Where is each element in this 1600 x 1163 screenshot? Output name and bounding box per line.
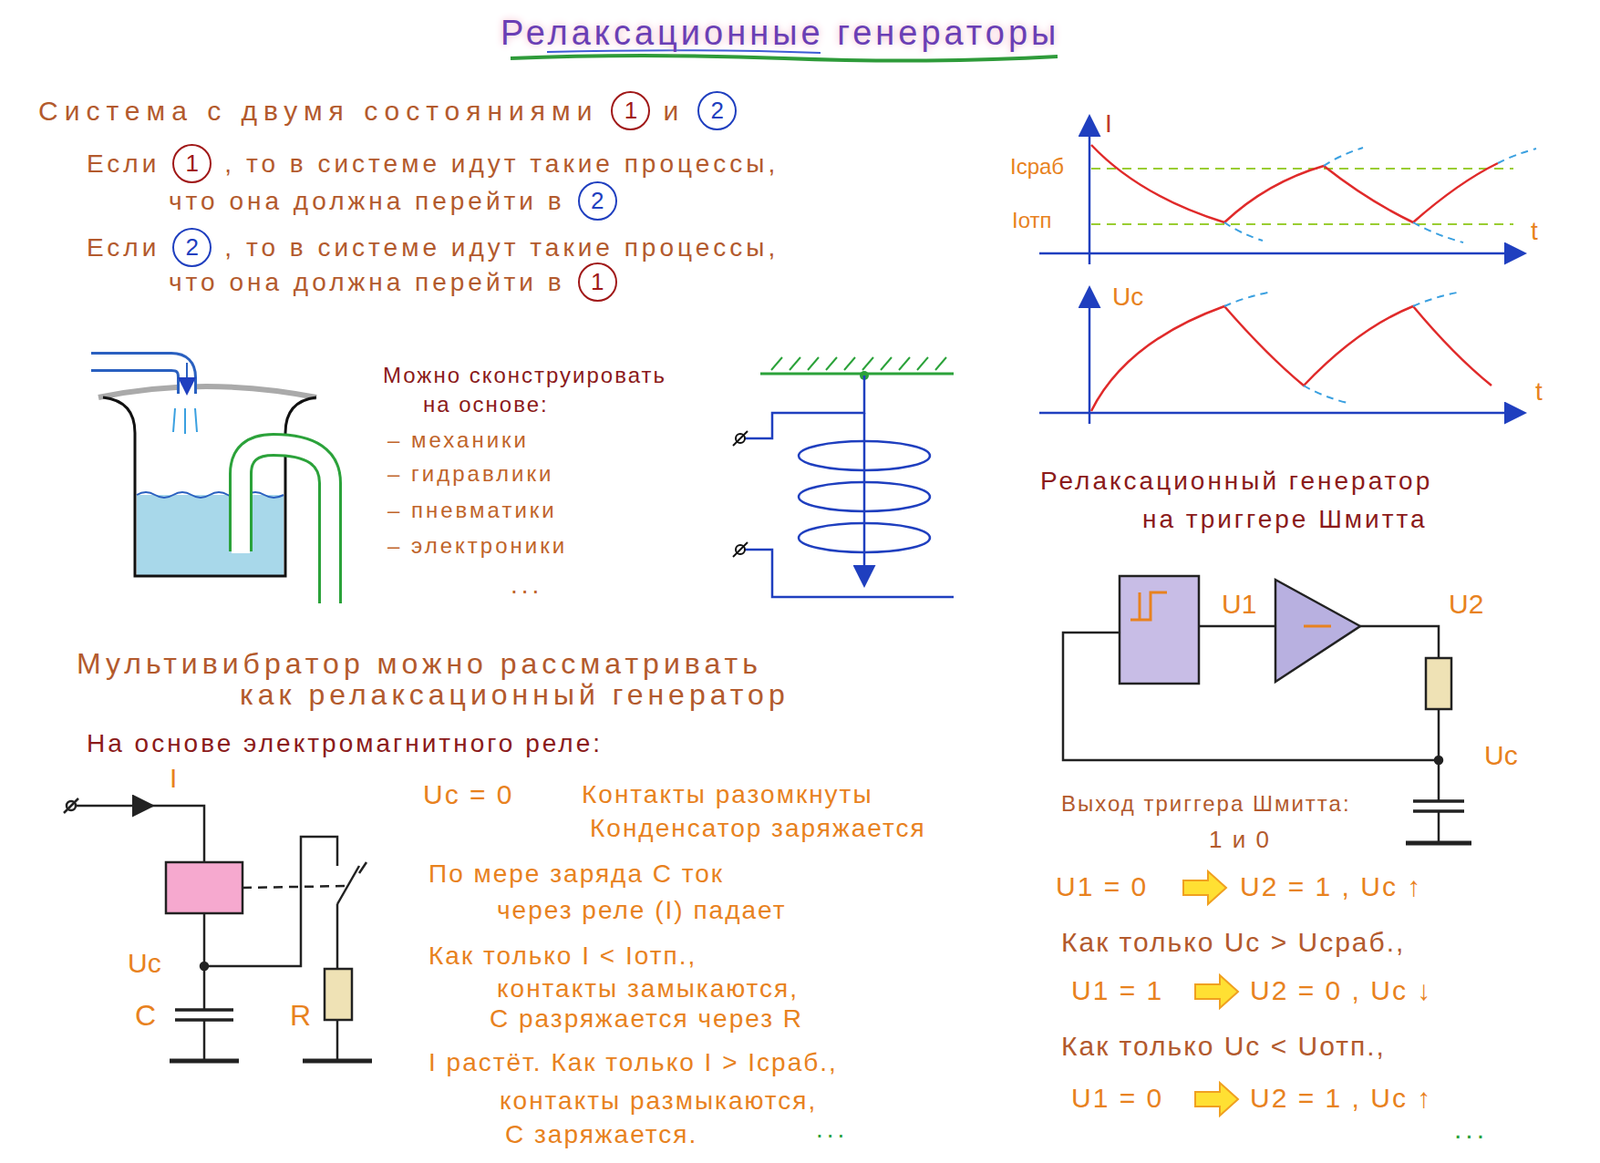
text-label: C bbox=[134, 998, 156, 1033]
text-label: Uc bbox=[1484, 739, 1518, 773]
text-label: I растёт. Как только I > Iсраб., bbox=[428, 1047, 838, 1079]
text-row: Если 1 , то в системе идут такие процессы, bbox=[86, 144, 779, 184]
text-label: t bbox=[1535, 376, 1543, 408]
text-label: как релаксационный генератор bbox=[239, 677, 790, 713]
text-label: контакты замыкаются, bbox=[496, 973, 799, 1005]
text-label: что она должна перейти в bbox=[168, 268, 566, 298]
text-label: Uc bbox=[127, 947, 162, 981]
text-label: U2 = 1 , Uc ↑ bbox=[1239, 870, 1423, 904]
text-label: Uc = 0 bbox=[423, 778, 515, 812]
text-label: – механики bbox=[387, 427, 529, 455]
text-row: Система с двумя состояниями 1и2 bbox=[38, 91, 737, 131]
text-label: C заряжается. bbox=[505, 1119, 698, 1151]
text-label: 1 и 0 bbox=[1208, 825, 1271, 855]
state-circle: 2 bbox=[697, 91, 737, 131]
text-label: Uc bbox=[1112, 281, 1144, 313]
text-label: Если bbox=[86, 149, 160, 179]
state-circle: 1 bbox=[610, 91, 651, 131]
text-label: U2 = 1 , Uc ↑ bbox=[1249, 1082, 1433, 1115]
text-label: R bbox=[289, 998, 311, 1033]
text-label: I bbox=[169, 762, 177, 795]
text-label: через реле (I) падает bbox=[496, 895, 787, 927]
text-label: , то в системе идут такие процессы, bbox=[224, 233, 779, 263]
text-label: На основе электромагнитного реле: bbox=[86, 728, 603, 760]
text-label: Как только I < Iотп., bbox=[428, 940, 697, 972]
text-label: Контакты разомкнуты bbox=[581, 779, 874, 811]
text-label: U1 bbox=[1221, 588, 1257, 621]
text-label: Мультивибратор можно рассматривать bbox=[76, 646, 763, 682]
text-label: ... bbox=[1454, 1113, 1488, 1146]
state-number: 2 bbox=[185, 233, 199, 262]
current-graph bbox=[1039, 118, 1537, 265]
text-label: Выход триггера Шмитта: bbox=[1061, 791, 1352, 818]
text-label: на триггере Шмитта bbox=[1142, 504, 1428, 536]
relay-circuit bbox=[63, 798, 372, 1062]
state-circle: 1 bbox=[172, 144, 212, 184]
text-label: Конденсатор заряжается bbox=[589, 813, 927, 845]
text-label: По мере заряда C ток bbox=[428, 858, 724, 890]
text-label: – гидравлики bbox=[387, 461, 554, 488]
text-label: U1 = 0 bbox=[1071, 1082, 1164, 1115]
state-number: 1 bbox=[624, 96, 638, 125]
text-label: U2 = 0 , Uc ↓ bbox=[1249, 974, 1433, 1008]
text-label: C разряжается через R bbox=[489, 1003, 804, 1035]
state-circle: 1 bbox=[578, 262, 618, 302]
text-row: что она должна перейти в 2 bbox=[168, 181, 618, 221]
text-label: , то в системе идут такие процессы, bbox=[224, 149, 779, 179]
text-label: Система с двумя состояниями bbox=[38, 95, 599, 127]
state-number: 2 bbox=[710, 96, 723, 125]
state-number: 2 bbox=[590, 186, 604, 216]
state-number: 1 bbox=[185, 149, 199, 178]
voltage-graph bbox=[1039, 289, 1523, 424]
text-label: контакты размыкаются, bbox=[499, 1085, 817, 1117]
text-label: Можно сконструировать bbox=[382, 362, 667, 390]
text-label: Если bbox=[86, 233, 160, 263]
state-circle: 2 bbox=[172, 227, 212, 268]
text-label: Iсраб bbox=[1010, 154, 1064, 181]
text-label: Релаксационный генератор bbox=[1040, 465, 1433, 497]
text-label: ... bbox=[510, 569, 543, 601]
text-label: Iотп bbox=[1011, 207, 1052, 235]
title: Релаксационные генераторы bbox=[500, 12, 1060, 55]
coil-drawing bbox=[732, 357, 954, 598]
text-label: ... bbox=[815, 1114, 848, 1146]
text-label: что она должна перейти в bbox=[168, 186, 566, 217]
state-number: 1 bbox=[590, 268, 604, 297]
title-underline bbox=[510, 55, 1058, 62]
text-label: на основе: bbox=[423, 392, 549, 419]
text-label: U1 = 0 bbox=[1055, 870, 1148, 904]
hydraulic-vessel bbox=[91, 361, 331, 606]
text-label: Как только Uc > Uсраб., bbox=[1061, 926, 1405, 960]
text-label: I bbox=[1104, 108, 1113, 140]
text-row: Если 2 , то в системе идут такие процессы, bbox=[86, 227, 779, 268]
state-circle: 2 bbox=[578, 181, 618, 221]
text-label: – пневматики bbox=[387, 497, 558, 525]
text-label: t bbox=[1530, 216, 1539, 248]
text-row: что она должна перейти в 1 bbox=[168, 262, 618, 302]
text-label: и bbox=[662, 95, 685, 127]
text-label: U2 bbox=[1448, 588, 1484, 621]
implication-arrow bbox=[1183, 871, 1239, 1116]
text-label: – электроники bbox=[387, 533, 568, 560]
text-label: U1 = 1 bbox=[1071, 974, 1164, 1008]
text-label: Как только Uc < Uотп., bbox=[1061, 1030, 1386, 1064]
